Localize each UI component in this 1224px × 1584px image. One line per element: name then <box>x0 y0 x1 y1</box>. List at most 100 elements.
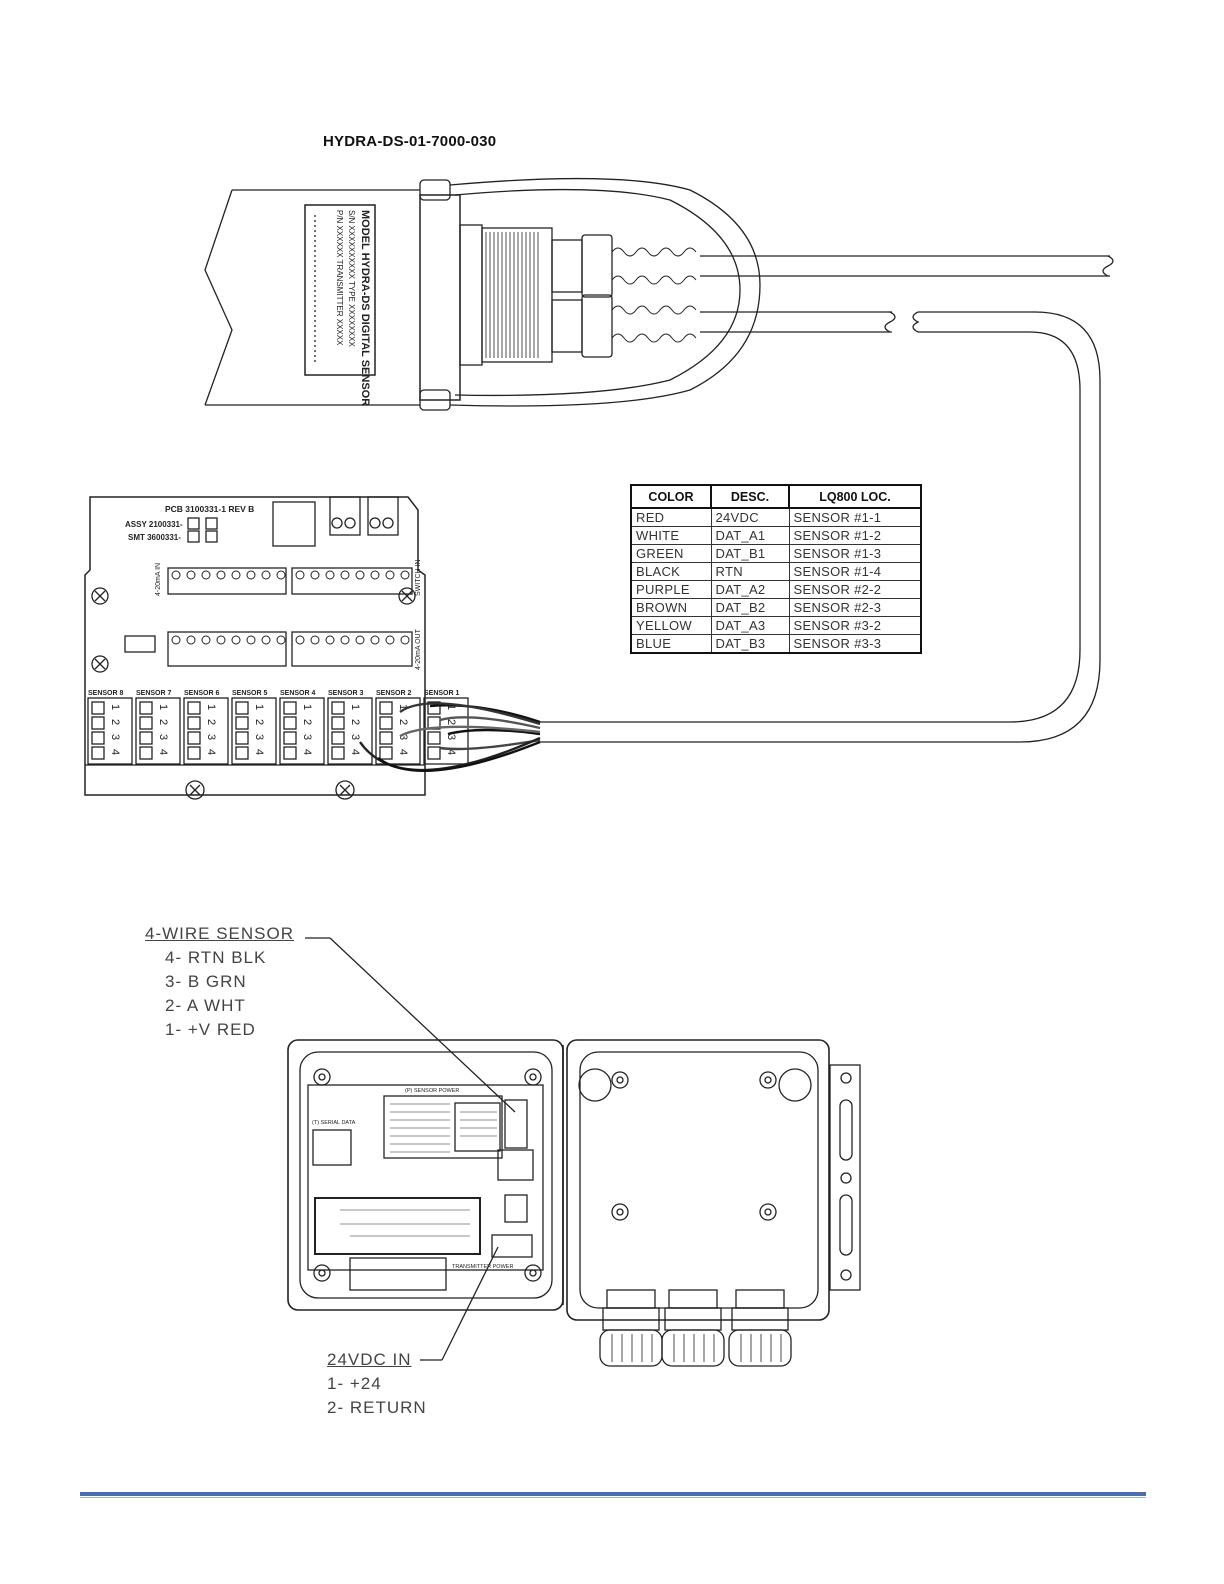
wire-desc-cell: DAT_B2 <box>710 598 790 617</box>
terminal-socket <box>427 731 441 745</box>
terminal-number: 4 <box>445 749 457 755</box>
sensor-terminal-block <box>231 697 277 765</box>
power-line: 1- +24 <box>327 1374 382 1393</box>
terminal-socket <box>139 731 153 745</box>
terminal-socket <box>379 731 393 745</box>
wire-color-cell: BROWN <box>630 598 712 617</box>
terminal-socket <box>187 746 201 760</box>
terminal-socket <box>331 716 345 730</box>
terminal-number: 1 <box>445 704 457 710</box>
wire-desc-cell: 24VDC <box>710 507 790 527</box>
wire-location-cell: SENSOR #1-1 <box>788 507 922 527</box>
terminal-number: 2 <box>349 719 361 725</box>
terminal-number: 3 <box>349 734 361 740</box>
wire-color-cell: PURPLE <box>630 580 712 599</box>
wire-desc-cell: DAT_B3 <box>710 634 790 654</box>
wire-table-header: LQ800 LOC. <box>788 484 922 509</box>
terminal-socket <box>331 746 345 760</box>
terminal-socket <box>379 716 393 730</box>
terminal-number: 2 <box>157 719 169 725</box>
terminal-number: 3 <box>157 734 169 740</box>
wire-color-cell: YELLOW <box>630 616 712 635</box>
sensor-block-label: SENSOR 3 <box>328 690 364 697</box>
sensor-wires <box>359 702 541 772</box>
pcb-output-label: 4-20mA OUT <box>415 628 422 670</box>
terminal-number: 2 <box>445 719 457 725</box>
terminal-socket <box>235 716 249 730</box>
sensor-block-label: SENSOR 6 <box>184 690 220 697</box>
terminal-number: 3 <box>205 734 217 740</box>
terminal-number: 4 <box>301 749 313 755</box>
terminal-number: 2 <box>301 719 313 725</box>
sensor-label-line3: P/N XXXXXX TRANSMITTER XXXXX <box>335 210 344 346</box>
terminal-socket <box>283 731 297 745</box>
terminal-socket <box>91 731 105 745</box>
terminal-number: 2 <box>397 719 409 725</box>
terminal-number: 4 <box>397 749 409 755</box>
terminal-number: 4 <box>253 749 265 755</box>
sensor-terminal-block <box>183 697 229 765</box>
wire-table-header: DESC. <box>710 484 790 509</box>
terminal-number: 4 <box>109 749 121 755</box>
sensor-terminal-block <box>135 697 181 765</box>
sensor-terminal-block <box>375 697 421 765</box>
terminal-socket <box>91 716 105 730</box>
wire-location-cell: SENSOR #2-2 <box>788 580 922 599</box>
terminal-socket <box>283 701 297 715</box>
wire-location-cell: SENSOR #3-2 <box>788 616 922 635</box>
terminal-number: 1 <box>205 704 217 710</box>
terminal-socket <box>187 716 201 730</box>
sensor-block-label: SENSOR 4 <box>280 690 316 697</box>
terminal-socket <box>235 731 249 745</box>
wire-color-cell: WHITE <box>630 526 712 545</box>
terminal-number: 1 <box>397 704 409 710</box>
wire-desc-cell: DAT_A2 <box>710 580 790 599</box>
terminal-socket <box>139 716 153 730</box>
terminal-socket <box>427 701 441 715</box>
wire-color-cell: GREEN <box>630 544 712 563</box>
four-wire-legend: 4-WIRE SENSOR 4- RTN BLK 3- B GRN 2- A W… <box>145 922 294 1042</box>
terminal-number: 2 <box>205 719 217 725</box>
terminal-socket <box>139 746 153 760</box>
pcb-input-label: 4-20mA IN <box>155 563 162 596</box>
pcb-smt-label: SMT 3600331- <box>128 533 181 542</box>
terminal-number: 2 <box>253 719 265 725</box>
wire-table-header-row: COLOR DESC. LQ800 LOC. <box>630 484 922 509</box>
terminal-number: 4 <box>349 749 361 755</box>
four-wire-line: 3- B GRN <box>165 972 247 991</box>
wire-color-cell: BLACK <box>630 562 712 581</box>
terminal-number: 4 <box>205 749 217 755</box>
terminal-socket <box>187 731 201 745</box>
sensor-block-label: SENSOR 5 <box>232 690 268 697</box>
wire-desc-cell: RTN <box>710 562 790 581</box>
diagram-title: HYDRA-DS-01-7000-030 <box>323 133 497 150</box>
power-legend: 24VDC IN 1- +24 2- RETURN <box>327 1348 427 1420</box>
four-wire-line: 4- RTN BLK <box>165 948 267 967</box>
wire-location-cell: SENSOR #3-3 <box>788 634 922 654</box>
terminal-number: 3 <box>445 734 457 740</box>
pcb-board: PCB 3100331-1 REV B ASSY 2100331- SMT 36… <box>84 496 469 800</box>
four-wire-heading: 4-WIRE SENSOR <box>145 924 295 943</box>
sensor-label-line2: S/N XXXXXXXXXX TYPE XXXXXXXX <box>347 210 356 347</box>
wire-desc-cell: DAT_B1 <box>710 544 790 563</box>
pcb-switch-label: SWITCH IN <box>415 559 422 596</box>
enclosure-serial-data: (T) SERIAL DATA <box>312 1120 356 1126</box>
terminal-number: 2 <box>109 719 121 725</box>
terminal-socket <box>379 746 393 760</box>
terminal-socket <box>187 701 201 715</box>
terminal-socket <box>91 746 105 760</box>
terminal-socket <box>427 746 441 760</box>
sensor-label-model: MODEL HYDRA-DS DIGITAL SENSOR <box>359 210 371 406</box>
four-wire-line: 1- +V RED <box>165 1020 256 1039</box>
wire-location-cell: SENSOR #1-2 <box>788 526 922 545</box>
terminal-socket <box>139 701 153 715</box>
pcb-part-number: PCB 3100331-1 REV B <box>165 504 254 514</box>
sensor-block-label: SENSOR 1 <box>424 690 460 697</box>
terminal-number: 3 <box>397 734 409 740</box>
